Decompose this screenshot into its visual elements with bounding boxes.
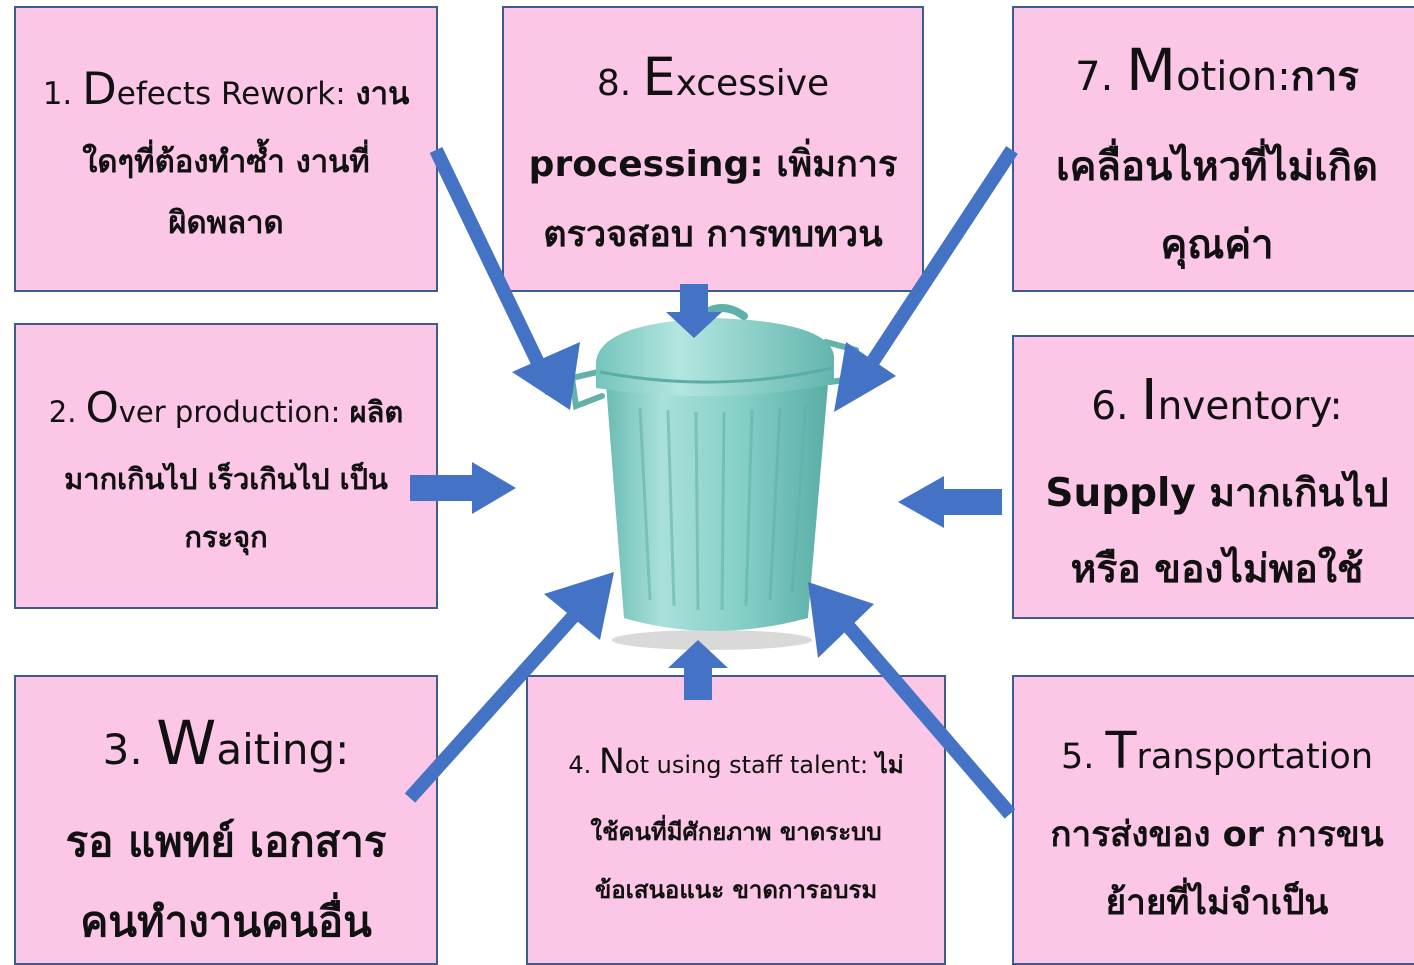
transportation-line-2: การส่งของ or การขน: [1050, 815, 1384, 856]
excessive-title: xcessive: [675, 62, 830, 104]
talent-title-line: 4. Not using staff talent: ไม่: [568, 721, 903, 805]
arrow-overproduction-head: [472, 462, 516, 514]
arrow-inventory-shaft: [940, 489, 1002, 515]
excessive-line-3: ตรวจสอบ การทบทวน: [543, 213, 883, 255]
waiting-title: aiting:: [216, 725, 350, 775]
motion-title-line: 7. Motion:การ: [1075, 14, 1359, 127]
excessive-initial: E: [642, 47, 676, 108]
waiting-title-line: 3. Waiting:: [103, 686, 350, 802]
transportation-initial: T: [1105, 721, 1137, 781]
talent-line-2: ใช้คนที่มีศักยภาพ ขาดระบบ: [590, 818, 882, 847]
motion-number: 7.: [1075, 54, 1127, 101]
inventory-title: nventory:: [1157, 383, 1343, 429]
bin-lid: [596, 318, 834, 397]
arrow-inventory-head: [898, 476, 944, 528]
defects-thai-start: งาน: [355, 75, 410, 112]
transportation-number: 5.: [1060, 737, 1106, 778]
inventory-initial: I: [1140, 367, 1158, 433]
arrow-transportation-shaft: [830, 607, 1016, 819]
overproduction-line-3: กระจุก: [184, 520, 268, 555]
inventory-line-3: หรือ ของไม่พอใช้: [1070, 547, 1364, 593]
waiting-line-2: รอ แพทย์ เอกสาร: [65, 817, 387, 867]
bin-shadow: [612, 630, 812, 650]
waiting-line-3: คนทำงานคนอื่น: [80, 896, 372, 946]
box-motion: 7. Motion:การ เคลื่อนไหวที่ไม่เกิด คุณค่…: [1012, 6, 1414, 292]
inventory-line-2: Supply มากเกินไป: [1045, 471, 1389, 517]
motion-line-2: เคลื่อนไหวที่ไม่เกิด: [1056, 143, 1378, 190]
waiting-initial: W: [156, 708, 217, 780]
excessive-line-2: processing: เพิ่มการ: [528, 143, 898, 185]
talent-thai-start: ไม่: [875, 750, 904, 779]
motion-line-3: คุณค่า: [1160, 221, 1274, 268]
defects-title-line: 1. Defects Rework: งาน: [43, 45, 410, 133]
box-overproduction: 2. Over production: ผลิต มากเกินไป เร็วเ…: [14, 323, 438, 609]
arrow-defects-head: [512, 342, 580, 410]
arrow-defects-shaft: [429, 146, 559, 396]
excessive-number: 8.: [596, 62, 643, 104]
arrow-excessive-head: [666, 312, 722, 338]
defects-title: efects Rework:: [116, 75, 356, 112]
waiting-number: 3.: [102, 725, 157, 775]
talent-title: ot using staff talent:: [624, 750, 876, 779]
arrow-waiting-head: [544, 572, 614, 640]
transportation-title-line: 5. Transportation: [1061, 702, 1373, 801]
defects-line-3: ผิดพลาด: [168, 204, 284, 241]
arrows: [404, 146, 1018, 819]
arrow-excessive-shaft: [680, 284, 708, 316]
overproduction-title-line: 2. Over production: ผลิต: [49, 366, 403, 450]
arrow-motion-shaft: [852, 146, 1018, 388]
talent-line-3: ข้อเสนอแนะ ขาดการอบรม: [594, 875, 878, 904]
arrow-motion-head: [834, 342, 896, 412]
transportation-line-3: ย้ายที่ไม่จำเป็น: [1105, 883, 1329, 924]
bin-left-handle: [568, 369, 605, 411]
inventory-number: 6.: [1091, 383, 1141, 429]
inventory-title-line: 6. Inventory:: [1091, 346, 1342, 456]
overproduction-initial: O: [85, 382, 119, 432]
defects-initial: D: [82, 61, 117, 115]
excessive-title-line: 8. Excessive: [597, 28, 829, 130]
bin-ribs: [638, 403, 808, 611]
box-defects: 1. Defects Rework: งาน ใดๆที่ต้องทำซ้ำ ง…: [14, 6, 438, 292]
arrow-overproduction-shaft: [410, 475, 474, 501]
motion-title: otion:: [1176, 54, 1291, 101]
box-talent: 4. Not using staff talent: ไม่ ใช้คนที่ม…: [526, 675, 946, 965]
arrow-talent-head: [668, 640, 728, 668]
transportation-title: ransportation: [1136, 737, 1374, 778]
talent-number: 4.: [568, 750, 599, 779]
overproduction-thai-start: ผลิต: [349, 394, 404, 429]
box-excessive: 8. Excessive processing: เพิ่มการ ตรวจสอ…: [502, 6, 924, 292]
defects-number: 1.: [42, 75, 83, 112]
bin-lid-rim: [599, 366, 833, 384]
motion-initial: M: [1126, 36, 1177, 105]
talent-initial: N: [598, 741, 625, 782]
arrow-talent-shaft: [684, 664, 712, 700]
arrow-transportation-head: [808, 582, 874, 658]
arrow-waiting-shaft: [404, 595, 594, 803]
box-inventory: 6. Inventory: Supply มากเกินไป หรือ ของไ…: [1012, 335, 1414, 619]
overproduction-line-2: มากเกินไป เร็วเกินไป เป็น: [64, 462, 388, 497]
box-waiting: 3. Waiting: รอ แพทย์ เอกสาร คนทำงานคนอื่…: [14, 675, 438, 965]
defects-line-2: ใดๆที่ต้องทำซ้ำ งานที่: [82, 144, 370, 181]
overproduction-title: ver production:: [118, 394, 350, 429]
motion-thai-start: การ: [1290, 54, 1359, 101]
overproduction-number: 2.: [48, 394, 86, 429]
box-transportation: 5. Transportation การส่งของ or การขน ย้า…: [1012, 675, 1414, 965]
trash-can-icon: [568, 304, 864, 650]
